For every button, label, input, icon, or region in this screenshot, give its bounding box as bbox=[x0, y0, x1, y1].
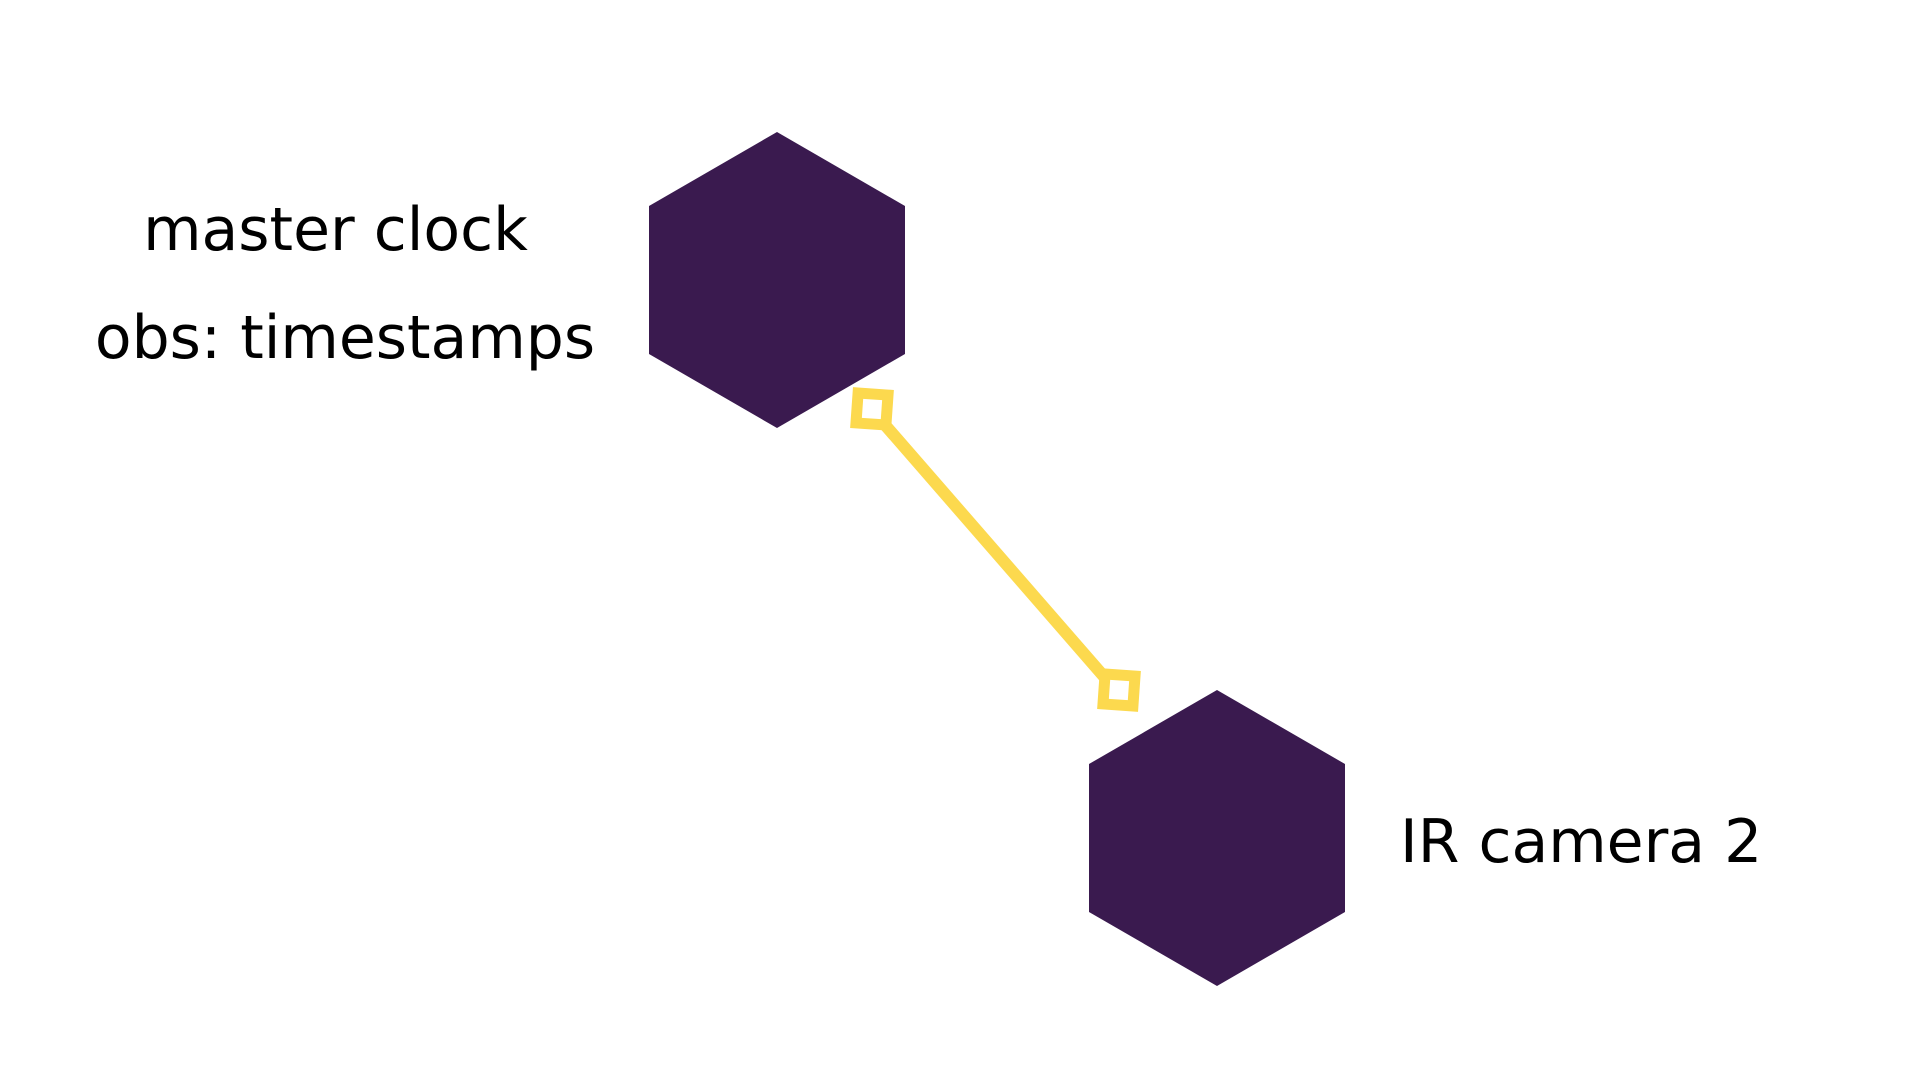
node-label-ir-camera-2: IR camera 2 bbox=[1400, 807, 1762, 877]
node-label-line-1: master clock bbox=[143, 195, 528, 265]
node-label-master-clock: master clock obs: timestamps bbox=[95, 195, 595, 373]
edge-end-marker bbox=[1097, 668, 1141, 712]
node-master-clock: master clock obs: timestamps bbox=[95, 132, 905, 428]
edge-master-clock-to-ir-camera-2 bbox=[850, 387, 1141, 712]
edge-start-marker bbox=[850, 387, 894, 431]
hexagon-node bbox=[1089, 690, 1345, 986]
hexagon-node bbox=[649, 132, 905, 428]
edge-line bbox=[866, 404, 1126, 701]
node-label-line-1: IR camera 2 bbox=[1400, 807, 1762, 877]
node-label-line-2: obs: timestamps bbox=[95, 303, 595, 373]
node-ir-camera-2: IR camera 2 bbox=[1089, 690, 1762, 986]
